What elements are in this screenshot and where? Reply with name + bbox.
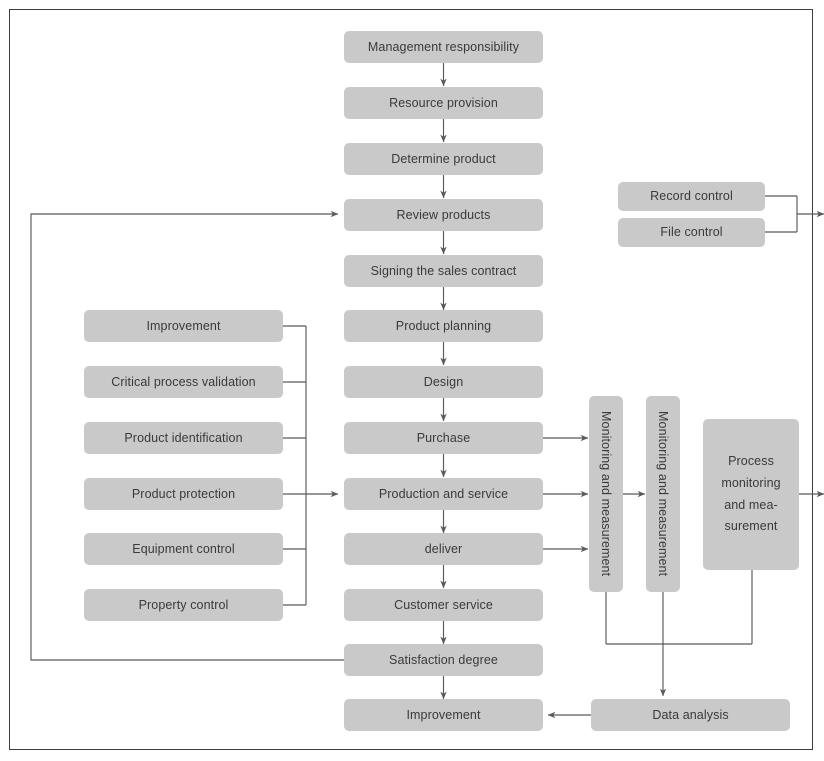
node-review-products[interactable]: Review products (344, 199, 543, 231)
node-data-analysis[interactable]: Data analysis (591, 699, 790, 731)
node-monitoring-and-measurement-1[interactable]: Monitoring and measurement (589, 396, 623, 592)
node-design[interactable]: Design (344, 366, 543, 398)
node-signing-the-sales-contract[interactable]: Signing the sales contract (344, 255, 543, 287)
node-improvement-support[interactable]: Improvement (84, 310, 283, 342)
node-equipment-control[interactable]: Equipment control (84, 533, 283, 565)
node-critical-process-validation[interactable]: Critical process validation (84, 366, 283, 398)
node-monitoring-and-measurement-2[interactable]: Monitoring and measurement (646, 396, 680, 592)
node-purchase[interactable]: Purchase (344, 422, 543, 454)
node-process-monitoring-and-measurement[interactable]: Process monitoring and mea- surement (703, 419, 799, 570)
node-record-control[interactable]: Record control (618, 182, 765, 211)
node-file-control[interactable]: File control (618, 218, 765, 247)
node-product-protection[interactable]: Product protection (84, 478, 283, 510)
process-monitoring-line-3: and mea- (724, 497, 778, 512)
node-property-control[interactable]: Property control (84, 589, 283, 621)
process-monitoring-line-1: Process (728, 453, 774, 468)
process-monitoring-line-4: surement (724, 519, 778, 534)
node-product-planning[interactable]: Product planning (344, 310, 543, 342)
node-determine-product[interactable]: Determine product (344, 143, 543, 175)
node-improvement[interactable]: Improvement (344, 699, 543, 731)
process-monitoring-line-2: monitoring (721, 475, 781, 490)
node-satisfaction-degree[interactable]: Satisfaction degree (344, 644, 543, 676)
node-management-responsibility[interactable]: Management responsibility (344, 31, 543, 63)
node-deliver[interactable]: deliver (344, 533, 543, 565)
node-product-identification[interactable]: Product identification (84, 422, 283, 454)
node-customer-service[interactable]: Customer service (344, 589, 543, 621)
node-resource-provision[interactable]: Resource provision (344, 87, 543, 119)
node-production-and-service[interactable]: Production and service (344, 478, 543, 510)
